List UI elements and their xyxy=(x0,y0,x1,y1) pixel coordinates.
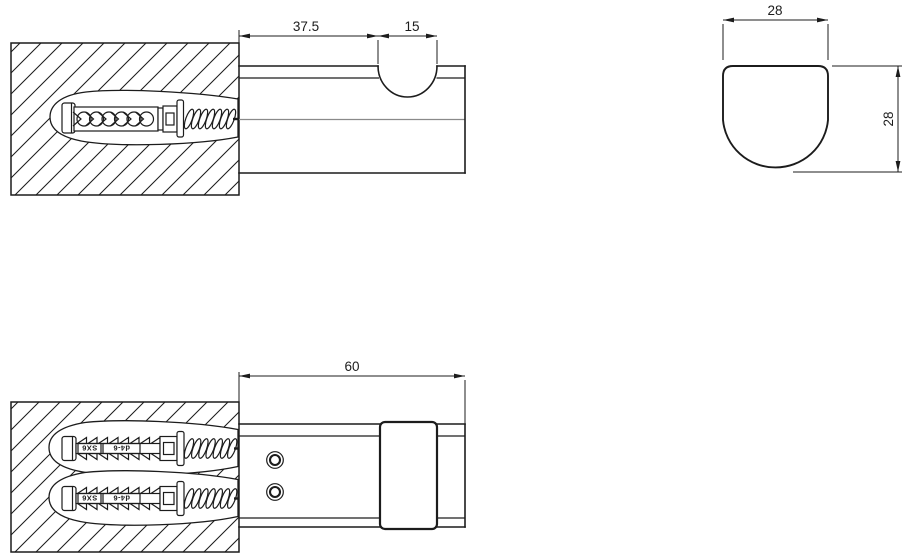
wall-plug-top-view xyxy=(49,89,239,146)
dimension-body-length: 60 xyxy=(238,359,466,423)
set-screw-hole-upper xyxy=(266,451,284,469)
hook-notch-arc xyxy=(377,65,438,98)
screw-thread xyxy=(181,107,239,131)
dimension-label-offset: 37.5 xyxy=(293,19,319,34)
bracket-side-view xyxy=(238,420,466,531)
plug-flange xyxy=(176,99,185,138)
bracket-collar-ring xyxy=(378,420,439,531)
dimension-notch-width: 15 xyxy=(378,19,438,64)
set-screw-hole-lower xyxy=(266,483,284,501)
dimension-label-notch: 15 xyxy=(404,19,419,34)
dimension-label-profile-height: 28 xyxy=(881,111,896,126)
profile-view: 28 28 xyxy=(722,3,902,173)
plug-end-cap xyxy=(61,102,76,134)
dimension-label-profile-width: 28 xyxy=(767,3,782,18)
dimension-profile-height: 28 xyxy=(793,65,902,173)
bottom-installation-view: 60 xyxy=(10,359,466,553)
lower-wall-plug xyxy=(49,471,239,525)
hook-body-side-view xyxy=(238,65,466,174)
dimension-label-body-length: 60 xyxy=(344,359,359,374)
dimension-profile-width: 28 xyxy=(722,3,829,60)
upper-wall-plug xyxy=(49,421,239,475)
screw-drive-section xyxy=(162,105,178,133)
hook-profile-outline xyxy=(722,65,829,169)
dimension-offset-to-notch: 37.5 xyxy=(238,19,379,64)
top-installation-view: 37.5 15 xyxy=(10,19,466,196)
